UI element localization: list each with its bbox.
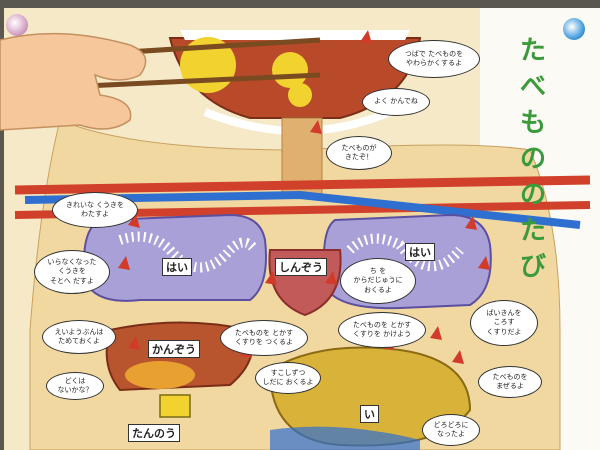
stomach-label: い	[360, 405, 379, 423]
bubble-bit-by-bit: すこしずつ しだに おくるよ	[255, 362, 321, 394]
liver-label: かんぞう	[148, 340, 200, 358]
bubble-mix-food: たべものを まぜるよ	[478, 366, 542, 398]
bubble-send-body: ち を からだじゅうに おくるよ	[340, 258, 416, 304]
gallbladder-label: たんのう	[128, 424, 180, 442]
bubble-food-came: たべものが きたぞ！	[326, 136, 392, 170]
title-char: び	[520, 252, 547, 282]
title-char: の	[520, 144, 547, 174]
lung-left-label: はい	[162, 258, 192, 276]
blue-thumbtack-icon	[563, 18, 585, 40]
bubble-poison: どくは ないかな？	[46, 372, 104, 400]
bubble-melt-medicine: たべものを とかす くすりを かけよう	[338, 312, 426, 348]
pink-thumbtack-icon	[6, 14, 28, 36]
heart-label: しんぞう	[275, 258, 327, 276]
bubble-make-medicine: たべものを とかす くすりを つくるよ	[220, 320, 308, 356]
title-char: の	[520, 180, 547, 210]
bubble-kill-germs: ばいきんを ころす くすりだよ	[470, 300, 538, 346]
title-char: た	[520, 216, 547, 246]
title-char: た	[520, 36, 547, 66]
bubble-used-air: いらなくなった くうきを そとへ だすよ	[34, 250, 110, 294]
bubble-clean-air: きれいな くうきを わたすよ	[52, 192, 138, 228]
title-char: べ	[520, 72, 547, 102]
lung-right-label: はい	[405, 243, 435, 261]
bubble-chew-soft: つばで たべものを やわらかくするよ	[388, 40, 480, 78]
bubble-nutrient-store: えいようぶんは ためておくよ	[42, 320, 116, 354]
bubble-chew-well: よく かんでね	[362, 88, 430, 116]
poster-title: たべもののたび	[520, 30, 570, 290]
bubble-mushy: どろどろに なったよ	[422, 414, 480, 446]
title-char: も	[520, 108, 547, 138]
